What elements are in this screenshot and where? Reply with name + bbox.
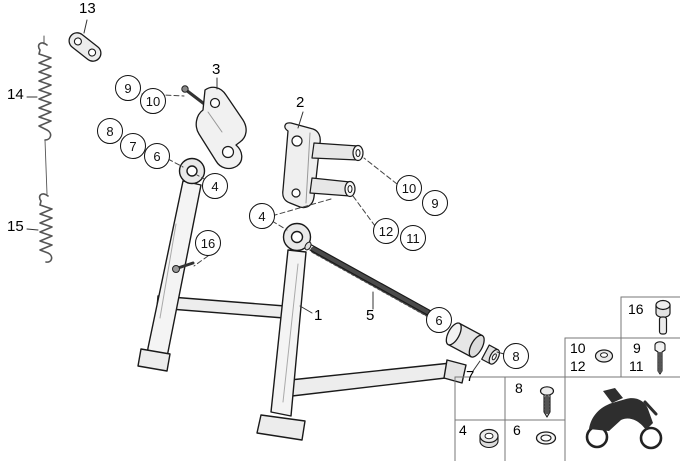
spring-short [38,193,53,263]
part-label-5[interactable]: 5 [366,307,375,324]
callout-6[interactable]: 6 [144,143,170,169]
screw-icon [654,341,666,375]
callout-9[interactable]: 9 [115,75,141,101]
ring-icon [535,431,557,445]
callout-4[interactable]: 4 [202,173,228,199]
legend-num-6: 6 [513,422,521,438]
legend-num-4: 4 [459,422,467,438]
callout-4[interactable]: 4 [249,203,275,229]
callout-12[interactable]: 12 [373,218,399,244]
legend-num-10: 10 [570,340,586,356]
upper-bracket [181,85,247,170]
part-label-3[interactable]: 3 [212,61,221,78]
legend-grid [454,296,680,461]
part-label-7[interactable]: 7 [466,368,475,385]
bushing-icon [479,428,499,449]
motorcycle-icon [585,388,663,450]
callout-10[interactable]: 10 [140,88,166,114]
legend-num-11: 11 [629,358,644,374]
washer-icon [594,349,614,363]
center-stand [137,157,467,441]
part-label-1[interactable]: 1 [314,307,323,324]
legend-icons [479,299,671,450]
part-label-13[interactable]: 13 [79,0,96,17]
callout-9[interactable]: 9 [422,190,448,216]
callout-8[interactable]: 8 [97,118,123,144]
part-label-14[interactable]: 14 [7,86,24,103]
legend-num-12: 12 [570,358,586,374]
roller-sleeve [445,322,501,365]
callout-11[interactable]: 11 [400,225,426,251]
spring-long [37,35,52,195]
label-leader-lines [26,19,505,372]
part-label-2[interactable]: 2 [296,94,305,111]
legend-num-9: 9 [633,340,641,356]
mounting-bracket [282,122,364,209]
callout-10[interactable]: 10 [396,175,422,201]
hex-bolt-icon [655,299,671,335]
pan-screw-icon [539,386,555,418]
callout-7[interactable]: 7 [120,133,146,159]
legend-num-16: 16 [628,301,644,317]
part-label-15[interactable]: 15 [7,218,24,235]
retainer-plate [68,32,102,62]
callout-8[interactable]: 8 [503,343,529,369]
threaded-rod [304,241,443,324]
legend-num-8: 8 [515,380,523,396]
callout-16[interactable]: 16 [195,230,221,256]
callout-6[interactable]: 6 [426,307,452,333]
